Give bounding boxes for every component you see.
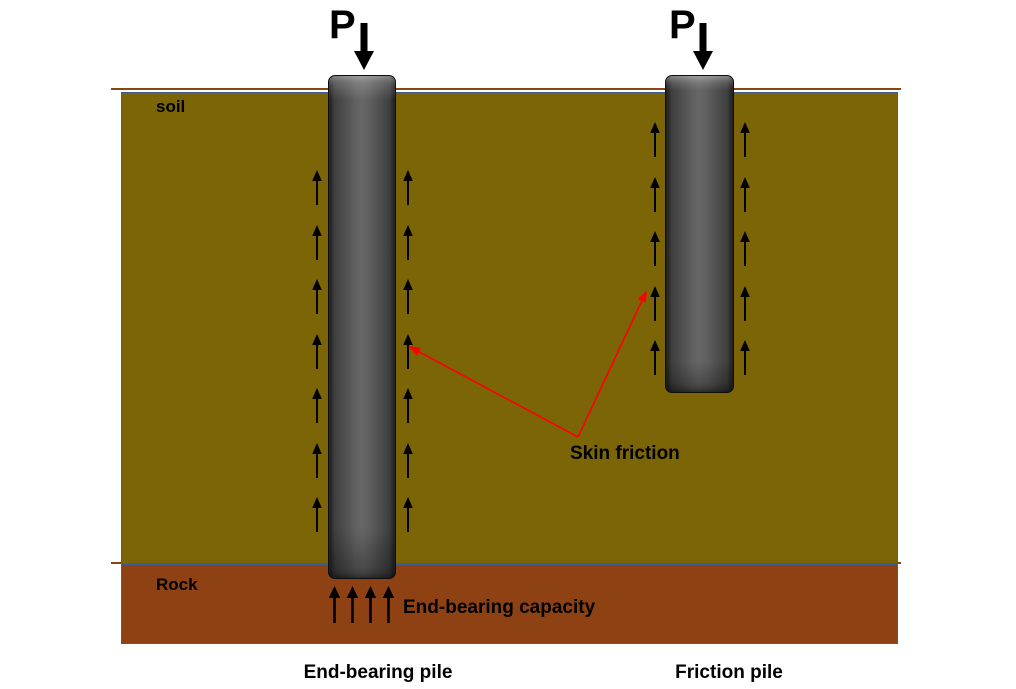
skin-friction-arrow-icon — [403, 279, 413, 314]
skin-friction-arrow-icon — [312, 279, 322, 314]
end-bearing-pile-shaft — [328, 75, 396, 579]
rock-label: Rock — [156, 575, 198, 594]
load-label-left: P — [329, 3, 356, 47]
skin-friction-arrow-icon — [740, 231, 750, 266]
end-bearing-arrow-icon — [382, 586, 394, 623]
skin-friction-arrow-icon — [312, 224, 322, 260]
skin-friction-arrow-icon — [650, 231, 660, 266]
skin-friction-arrow-icon — [740, 285, 750, 321]
skin-friction-arrow-icon — [403, 224, 413, 260]
end-bearing-arrow-icon — [364, 586, 376, 623]
skin-friction-arrow-icon — [650, 176, 660, 212]
skin-friction-arrow-icon — [403, 388, 413, 423]
end-bearing-arrow-icon — [328, 586, 340, 623]
skin-friction-arrow-icon — [312, 388, 322, 423]
load-arrow-left-icon — [354, 23, 374, 70]
soil-layer — [121, 92, 898, 564]
end-bearing-capacity-label: End-bearing capacity — [403, 597, 596, 618]
skin-friction-arrow-icon — [740, 122, 750, 157]
skin-friction-arrow-icon — [312, 442, 322, 478]
skin-friction-arrow-icon — [403, 497, 413, 532]
soil-label: soil — [156, 97, 186, 116]
caption-end-bearing-pile: End-bearing pile — [303, 662, 453, 683]
skin-friction-arrow-icon — [650, 285, 660, 321]
skin-friction-arrow-icon — [403, 170, 413, 205]
skin-friction-arrow-icon — [650, 122, 660, 157]
skin-friction-arrow-icon — [403, 442, 413, 478]
skin-friction-label: Skin friction — [570, 443, 680, 464]
skin-friction-arrow-icon — [403, 333, 413, 369]
skin-friction-arrow-icon — [740, 176, 750, 212]
caption-friction-pile: Friction pile — [675, 662, 783, 683]
load-label-right: P — [669, 3, 696, 47]
ground-surface-line — [111, 88, 901, 90]
skin-friction-arrow-icon — [312, 497, 322, 532]
rock-layer — [121, 564, 898, 644]
skin-friction-arrow-icon — [740, 340, 750, 375]
skin-friction-arrow-icon — [650, 340, 660, 375]
skin-friction-arrow-icon — [312, 333, 322, 369]
skin-friction-arrow-icon — [312, 170, 322, 205]
friction-pile-shaft — [665, 75, 734, 393]
load-arrow-right-icon — [693, 23, 713, 70]
end-bearing-arrow-icon — [346, 586, 358, 623]
